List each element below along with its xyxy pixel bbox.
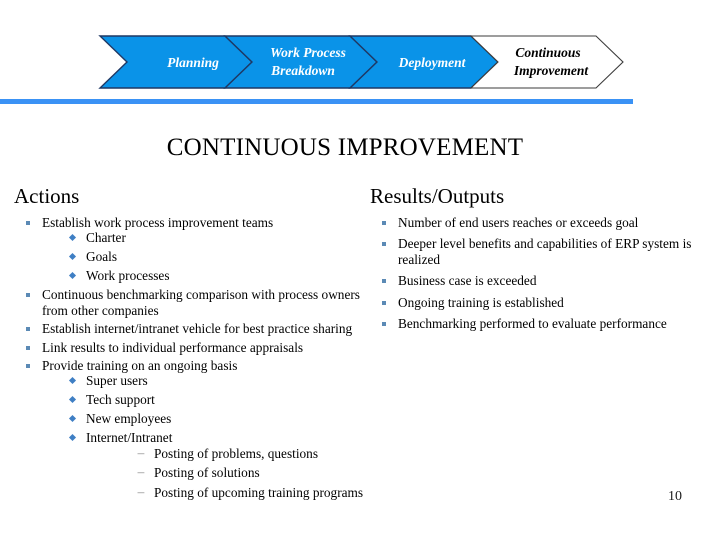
dash-bullet-icon: – [137, 464, 145, 480]
square-bullet-icon [382, 221, 386, 225]
chevron-label-deployment: Deployment [398, 55, 467, 70]
chevron-label-continuous-improvement-line1: Continuous [515, 45, 580, 60]
list-item: – Posting of problems, questions [86, 445, 364, 462]
chevron-step-planning[interactable]: Planning [98, 35, 254, 89]
square-bullet-icon [26, 327, 30, 332]
list-item: Establish work process improvement teams… [14, 215, 364, 284]
list-item-label: Super users [86, 373, 148, 389]
list-item: Continuous benchmarking comparison with … [14, 287, 364, 318]
list-item-label: Number of end users reaches or exceeds g… [398, 215, 639, 230]
chevron-label-work-process-breakdown-line1: Work Process [270, 45, 346, 60]
square-bullet-icon [382, 300, 386, 305]
list-item-label: Benchmarking performed to evaluate perfo… [398, 316, 667, 332]
list-item: Link results to individual performance a… [14, 340, 364, 355]
process-chevron-band: Planning Work Process Breakdown Deployme… [0, 0, 720, 100]
chevron-shape-continuous-improvement [469, 35, 624, 89]
diamond-bullet-icon [68, 434, 77, 442]
list-item-label: Posting of problems, questions [154, 446, 318, 462]
list-item-label: Posting of solutions [154, 465, 260, 481]
list-item-label: Goals [86, 249, 118, 265]
list-item: Goals [42, 249, 364, 265]
list-item: – Posting of upcoming training programs [86, 483, 364, 501]
list-item: Number of end users reaches or exceeds g… [370, 215, 710, 230]
list-item-label: Establish internet/intranet vehicle for … [42, 321, 353, 337]
list-item-label: Posting of upcoming training programs [154, 484, 364, 500]
results-list: Number of end users reaches or exceeds g… [370, 215, 710, 332]
list-item: Tech support [42, 392, 364, 408]
list-item-label: Work processes [86, 268, 170, 284]
diamond-bullet-icon [68, 396, 77, 404]
page-title: CONTINUOUS IMPROVEMENT [166, 134, 524, 161]
actions-heading: Actions [14, 184, 80, 208]
list-item: Work processes [42, 268, 364, 284]
results-heading: Results/Outputs [370, 184, 505, 208]
list-item: Benchmarking performed to evaluate perfo… [370, 316, 710, 331]
diamond-bullet-icon [68, 377, 77, 385]
list-item-label: Ongoing training is established [398, 294, 564, 310]
chevron-label-continuous-improvement-line2: Improvement [513, 63, 589, 78]
chevron-label-planning: Planning [167, 55, 219, 70]
square-bullet-icon [26, 345, 30, 350]
list-item-label: Establish work process improvement teams [42, 215, 274, 230]
list-item-label: Link results to individual performance a… [42, 339, 304, 355]
header-divider-rule [0, 99, 633, 104]
chevron-label-work-process-breakdown-line2: Breakdown [270, 63, 335, 78]
square-bullet-icon [26, 293, 30, 298]
actions-sublist: Super users Tech support New employees I… [42, 373, 364, 500]
list-item: Internet/Intranet – Posting of problems,… [42, 430, 364, 501]
results-column: Results/Outputs Number of end users reac… [370, 186, 710, 338]
actions-sublist: Charter Goals Work processes [42, 230, 364, 284]
list-item: Charter [42, 230, 364, 246]
list-item: Super users [42, 373, 364, 389]
square-bullet-icon [26, 221, 30, 225]
chevron-step-deployment[interactable]: Deployment [348, 35, 500, 89]
actions-list: Establish work process improvement teams… [14, 215, 364, 501]
dash-bullet-icon: – [137, 445, 145, 461]
square-bullet-icon [382, 242, 386, 247]
list-item-label: Charter [86, 230, 126, 246]
diamond-bullet-icon [68, 253, 77, 261]
list-item-label: Business case is exceeded [398, 273, 537, 289]
diamond-bullet-icon [68, 415, 77, 423]
list-item: Establish internet/intranet vehicle for … [14, 321, 364, 336]
actions-column: Actions Establish work process improveme… [14, 186, 364, 504]
square-bullet-icon [382, 322, 386, 327]
list-item: Deeper level benefits and capabilities o… [370, 236, 710, 267]
list-item-label: New employees [86, 411, 172, 427]
list-item: – Posting of solutions [86, 464, 364, 481]
list-item-label: Deeper level benefits and capabilities o… [398, 236, 692, 267]
list-item-label: Internet/Intranet [86, 430, 173, 446]
chevron-step-continuous-improvement[interactable]: Continuous Improvement [469, 35, 624, 89]
page-number: 10 [668, 489, 682, 504]
diamond-bullet-icon [68, 272, 77, 280]
actions-subsublist: – Posting of problems, questions – Posti… [86, 445, 364, 501]
square-bullet-icon [26, 363, 30, 368]
square-bullet-icon [382, 279, 386, 284]
list-item-label: Provide training on an ongoing basis [42, 357, 238, 373]
list-item: Ongoing training is established [370, 295, 710, 310]
list-item-label: Tech support [86, 392, 155, 408]
list-item-label: Continuous benchmarking comparison with … [42, 287, 360, 318]
list-item: New employees [42, 411, 364, 427]
diamond-bullet-icon [68, 234, 77, 242]
list-item: Business case is exceeded [370, 273, 710, 288]
list-item: Provide training on an ongoing basis Sup… [14, 358, 364, 501]
dash-bullet-icon: – [137, 483, 145, 499]
